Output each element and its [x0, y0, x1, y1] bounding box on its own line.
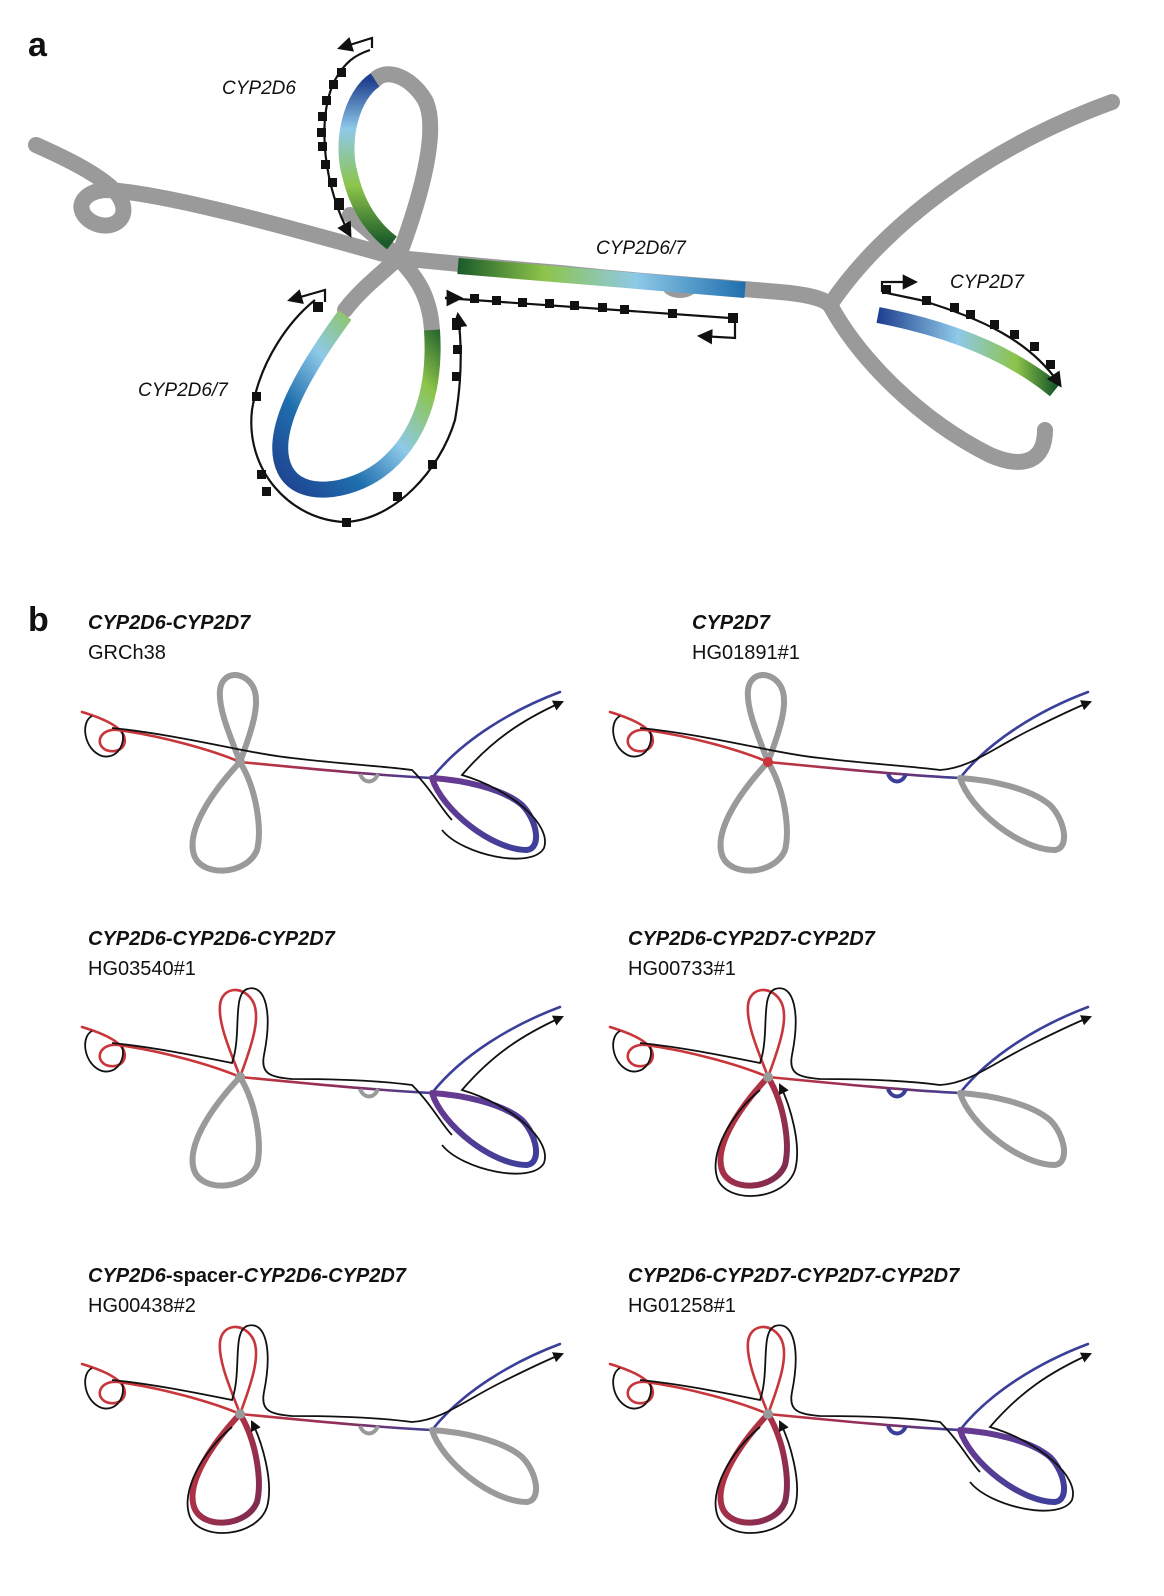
cyp2d6-7-loop-segment — [272, 310, 441, 498]
label-cyp2d7: CYP2D7 — [950, 272, 1024, 293]
graph-node — [235, 757, 245, 767]
panel-a-letter: a — [28, 26, 47, 64]
cyp2d7-segment — [876, 307, 1061, 397]
graph-b6 — [608, 1324, 1090, 1534]
graph-node — [763, 1409, 773, 1419]
graph-title-6: CYP2D6-CYP2D7-CYP2D7-CYP2D7 — [628, 1265, 960, 1287]
graph-b1 — [80, 672, 562, 874]
exon-boxes — [252, 68, 1055, 527]
graph-sample-6: HG01258#1 — [628, 1295, 736, 1317]
graph-title-3: CYP2D6-CYP2D6-CYP2D7 — [88, 928, 335, 950]
graph-b4 — [608, 987, 1090, 1197]
label-cyp2d6: CYP2D6 — [222, 78, 296, 99]
graph-node — [763, 1072, 773, 1082]
panel-b-letter: b — [28, 601, 49, 639]
graph-node — [235, 1072, 245, 1082]
graph-title-2: CYP2D7 — [692, 612, 770, 634]
graph-b3 — [80, 987, 562, 1189]
graph-title-5-part-1: CYP2D6 — [88, 1265, 166, 1287]
graph-title-5: CYP2D6-spacer-CYP2D6-CYP2D7 — [88, 1265, 406, 1288]
graph-title-4: CYP2D6-CYP2D7-CYP2D7 — [628, 928, 875, 950]
graph-title-1: CYP2D6-CYP2D7 — [88, 612, 251, 634]
graph-title-5-part-2: -spacer- — [165, 1265, 244, 1287]
graph-sample-1: GRCh38 — [88, 642, 166, 664]
label-cyp2d6-7-mid: CYP2D6/7 — [596, 238, 686, 259]
cyp2d6-7-mid-segment — [457, 258, 746, 298]
panel-a-graph — [28, 36, 1120, 527]
graph-b2 — [608, 672, 1090, 874]
graph-sample-4: HG00733#1 — [628, 958, 736, 980]
graph-sample-5: HG00438#2 — [88, 1295, 196, 1317]
cyp2d6-segment — [338, 73, 397, 250]
graph-sample-3: HG03540#1 — [88, 958, 196, 980]
label-cyp2d6-7-loop: CYP2D6/7 — [138, 380, 228, 401]
graph-b5 — [80, 1324, 562, 1534]
graph-node — [235, 1409, 245, 1419]
graph-sample-2: HG01891#1 — [692, 642, 800, 664]
graph-node — [763, 757, 773, 767]
graph-title-5-part-3: CYP2D6-CYP2D7 — [243, 1265, 406, 1287]
